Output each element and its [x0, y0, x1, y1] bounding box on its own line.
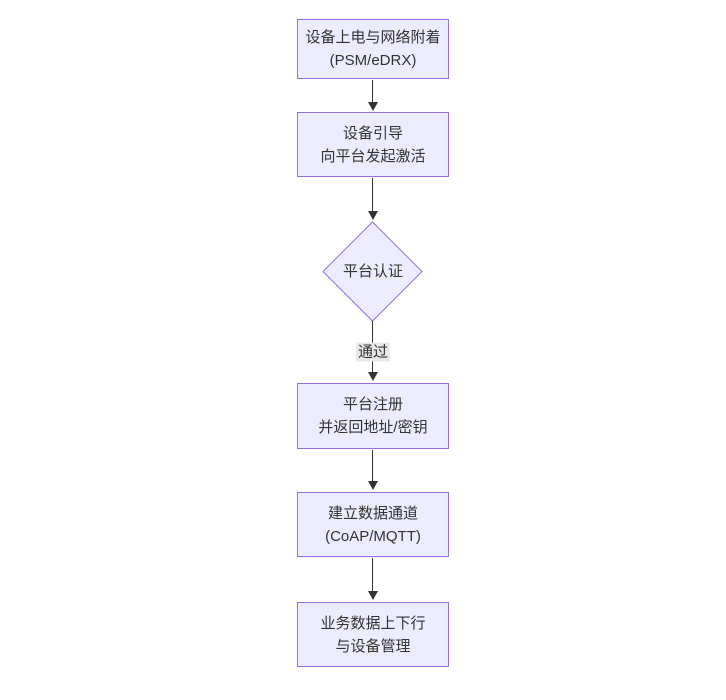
- node-label-line: 设备上电与网络附着: [305, 29, 441, 46]
- node-label-line: (PSM/eDRX): [329, 52, 417, 69]
- node-label-line: 平台注册: [342, 396, 403, 413]
- node-label-line: 向平台发起激活: [320, 147, 426, 165]
- edge-line: [372, 450, 373, 482]
- arrowhead-icon: [368, 102, 378, 111]
- arrowhead-icon: [368, 211, 378, 220]
- node-label-line: 设备引导: [342, 124, 403, 142]
- arrowhead-icon: [368, 372, 378, 381]
- node-business-data: 业务数据上下行 与设备管理: [297, 602, 449, 667]
- node-platform-register: 平台注册 并返回地址/密钥: [297, 383, 449, 449]
- node-data-channel: 建立数据通道 (CoAP/MQTT): [297, 492, 449, 557]
- arrowhead-icon: [368, 591, 378, 600]
- node-label-line: (CoAP/MQTT): [325, 527, 421, 545]
- node-label-line: 并返回地址/密钥: [318, 419, 428, 436]
- node-label-line: 与设备管理: [335, 637, 411, 655]
- arrowhead-icon: [368, 481, 378, 490]
- edge-line: [372, 558, 373, 592]
- edge-line: [372, 80, 373, 103]
- diamond-label: 平台认证: [342, 263, 403, 280]
- edge-line: [372, 178, 373, 212]
- edge-label-pass: 通过: [355, 342, 391, 362]
- node-device-bootstrap: 设备引导 向平台发起激活: [297, 112, 449, 177]
- node-label-line: 建立数据通道: [327, 504, 418, 522]
- node-label-line: 业务数据上下行: [320, 614, 426, 632]
- node-power-on-network-attach: 设备上电与网络附着 (PSM/eDRX): [297, 19, 449, 79]
